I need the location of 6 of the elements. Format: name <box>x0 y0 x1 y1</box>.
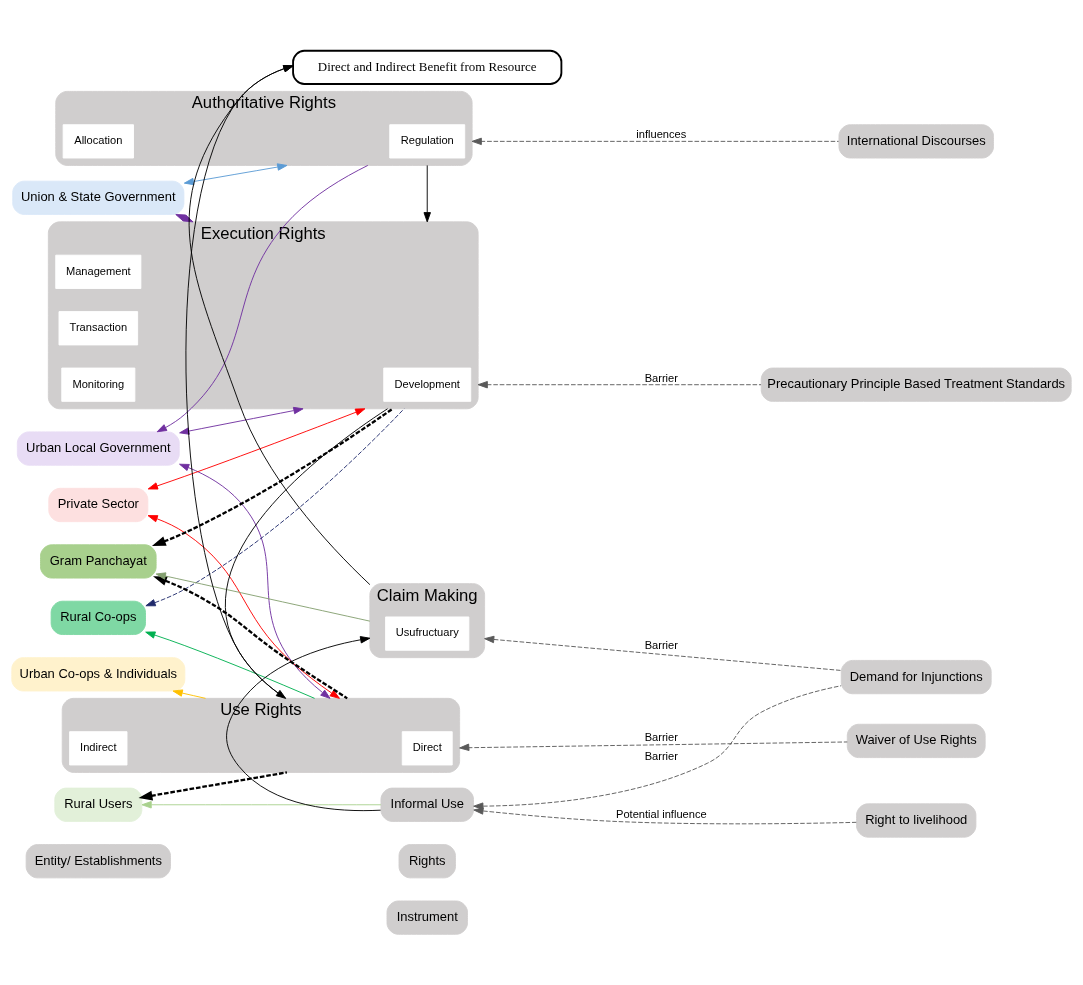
edge-label: Barrier <box>644 371 678 384</box>
edge-label: Barrier <box>644 638 678 651</box>
edge-label: influences <box>636 128 687 141</box>
edge-label: Barrier <box>644 749 678 762</box>
edge-label: Potential influence <box>615 808 707 821</box>
edge-label: Barrier <box>644 731 678 744</box>
